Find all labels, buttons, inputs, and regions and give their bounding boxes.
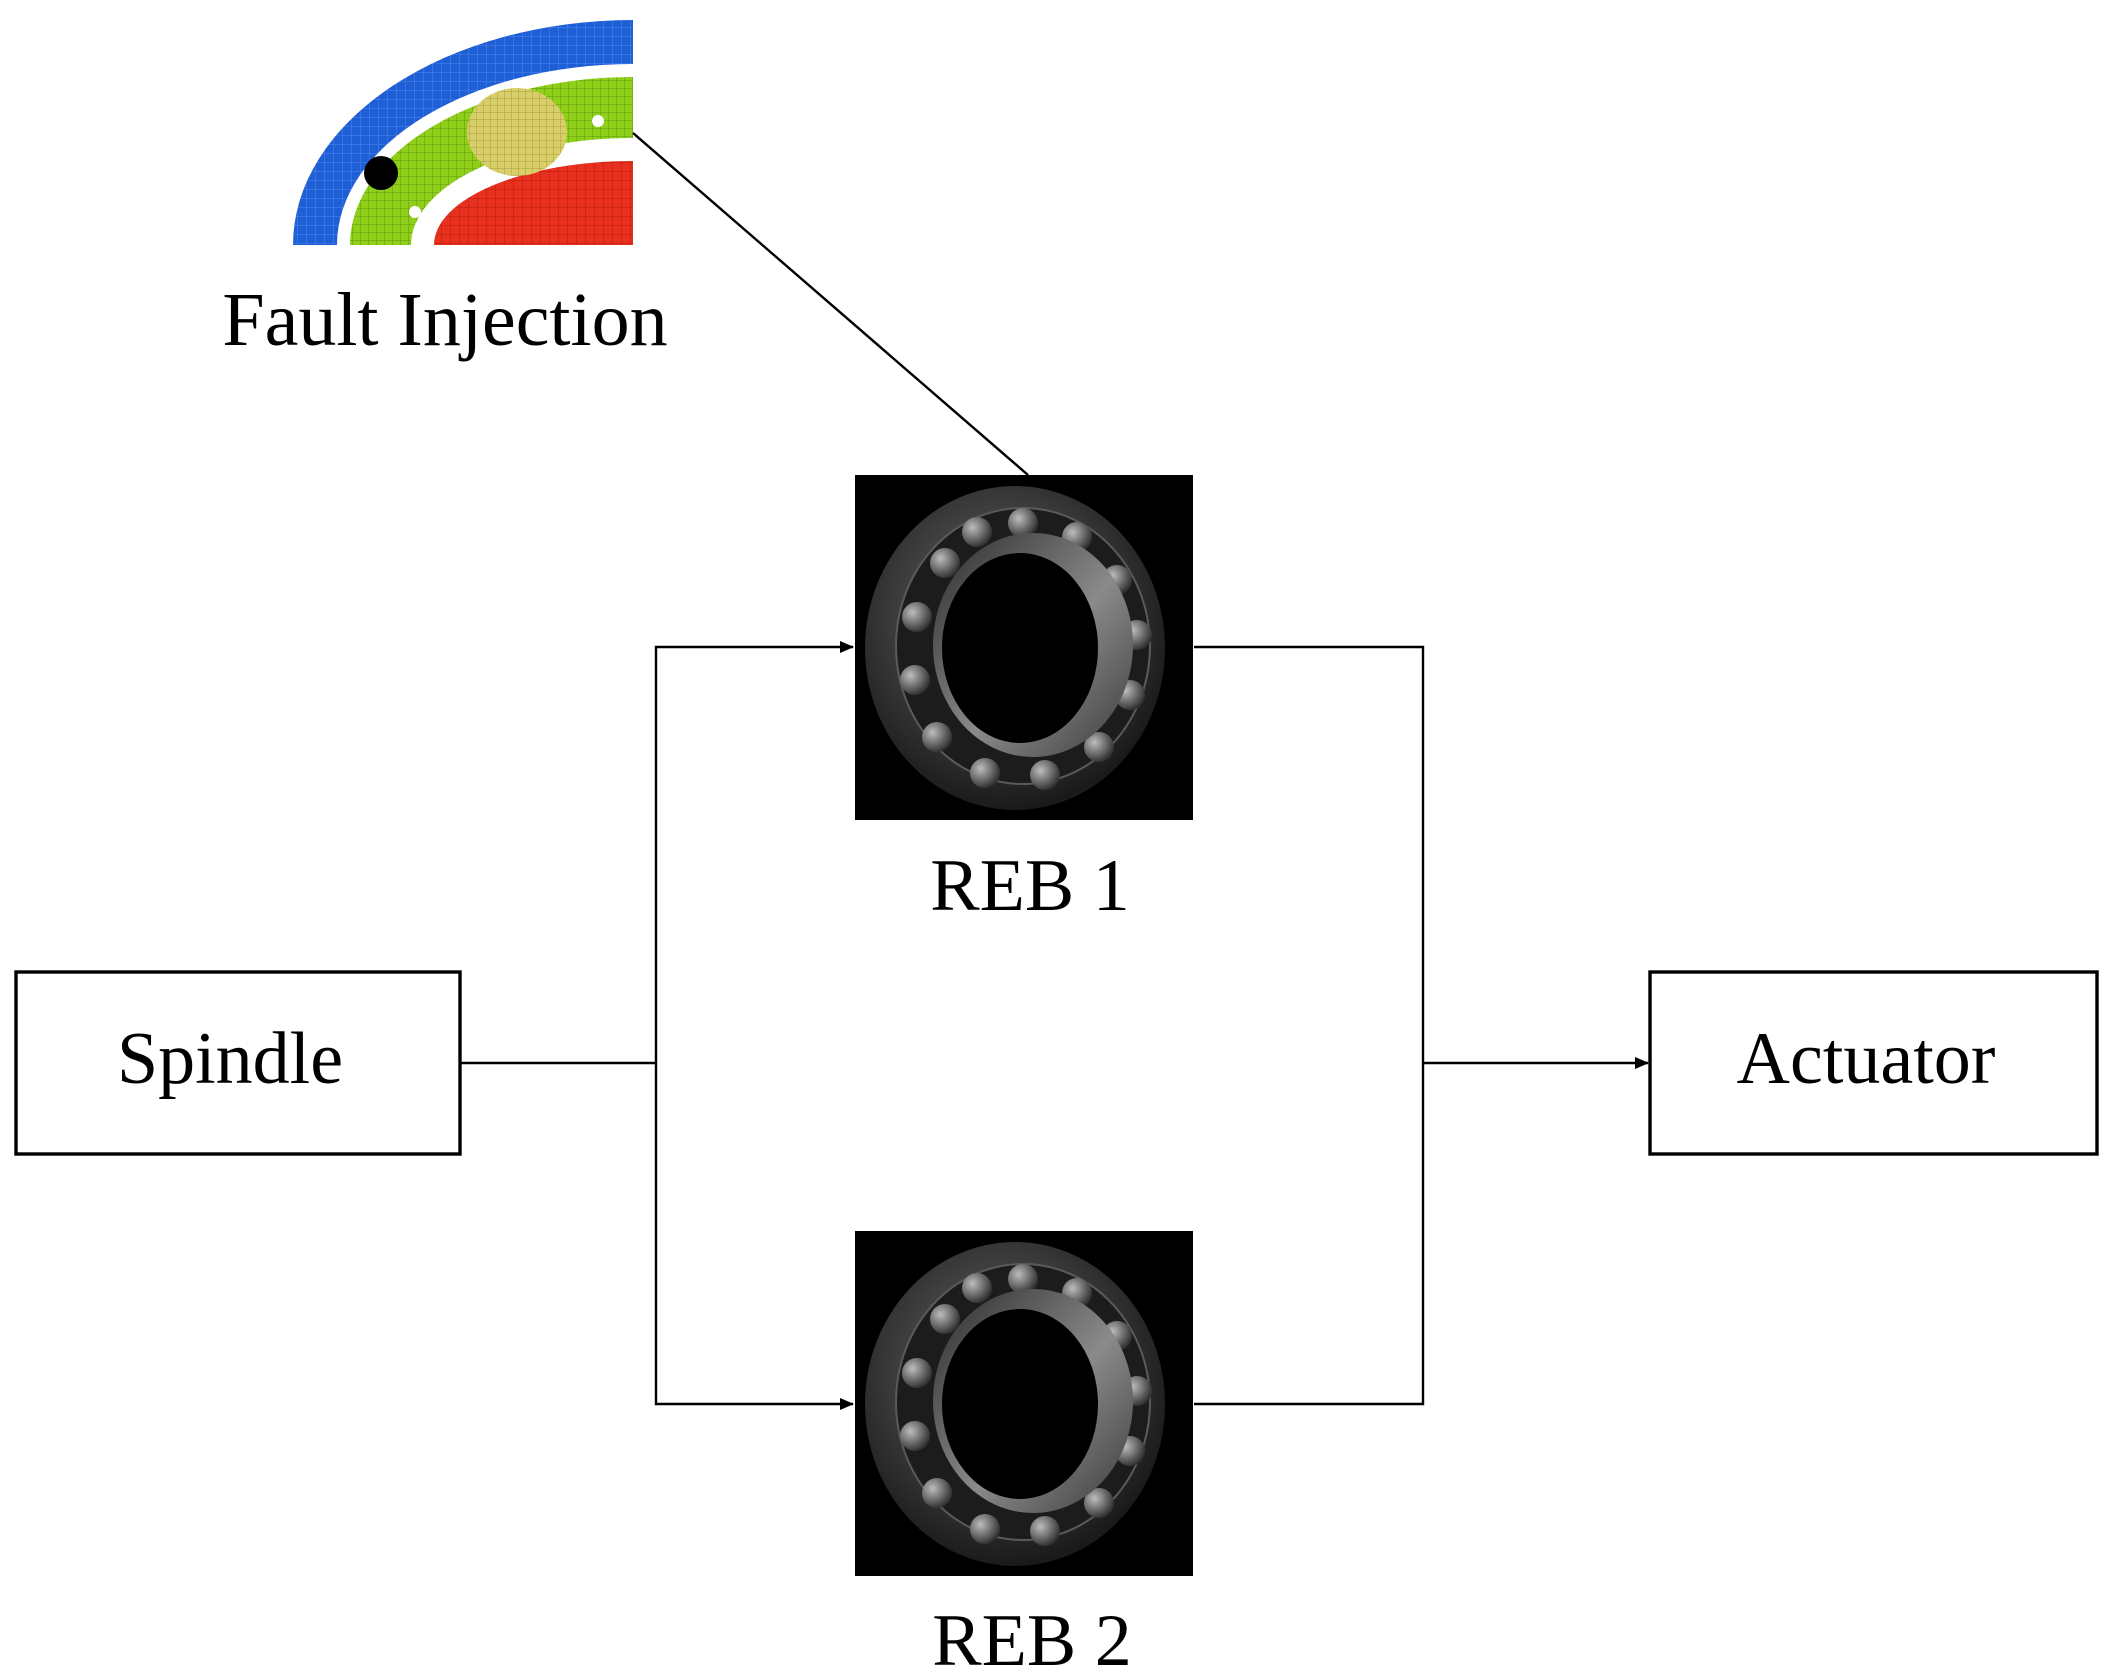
reb1-input-arrow bbox=[654, 641, 854, 1063]
reb1-bearing-icon bbox=[854, 474, 1194, 821]
inner-ring-mesh bbox=[434, 161, 633, 245]
actuator-box bbox=[1648, 970, 2099, 1156]
fault-defect-marker bbox=[364, 156, 398, 190]
ball-mesh bbox=[467, 88, 567, 176]
spindle-box bbox=[14, 970, 462, 1156]
reb1-output-line bbox=[1194, 645, 1425, 1406]
fault-injection-label: Fault Injection bbox=[222, 278, 667, 362]
fault-connector-line bbox=[632, 132, 1029, 476]
spindle-label: Spindle bbox=[117, 1018, 343, 1100]
actuator-label: Actuator bbox=[1737, 1018, 1996, 1100]
reb2-input-arrow bbox=[654, 1063, 854, 1410]
outer-ring-mesh bbox=[293, 20, 633, 245]
reb2-bearing-icon bbox=[854, 1230, 1194, 1577]
fault-injection-image bbox=[293, 20, 633, 245]
reb2-label: REB 2 bbox=[932, 1600, 1131, 1679]
reb1-label: REB 1 bbox=[930, 845, 1129, 927]
